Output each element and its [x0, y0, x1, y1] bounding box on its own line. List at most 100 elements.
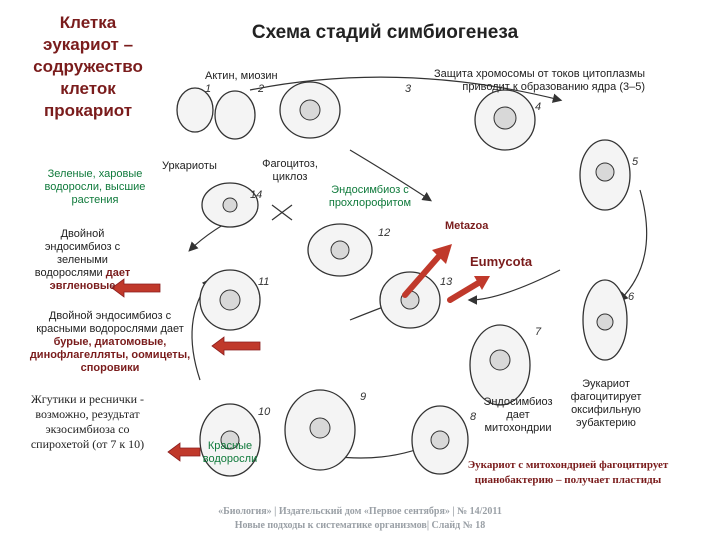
nucleus-icon	[489, 349, 511, 371]
nucleus-icon	[330, 240, 350, 260]
highlight-arrow-left	[167, 442, 201, 462]
label-line: красными водорослями дает	[36, 323, 184, 335]
label-line: эвгленовые	[49, 280, 116, 292]
footer: «Биология» | Издательский дом «Первое се…	[150, 505, 570, 533]
label-line: цианобактерию – получает пластиды	[474, 474, 662, 486]
footer-line: Новые подходы к систематике организмов| …	[234, 520, 486, 531]
nucleus-icon	[299, 99, 321, 121]
label-line: дает	[506, 409, 530, 421]
label-line: митохондрии	[484, 422, 552, 434]
nucleus-icon	[220, 430, 240, 450]
label-metazoa: Metazoa	[445, 220, 489, 232]
cycle-arrow	[618, 189, 648, 302]
cross-icon	[271, 204, 293, 221]
label-line: эубактерию	[576, 417, 636, 429]
nucleus-icon	[430, 430, 450, 450]
label-line: Защита хромосомы от токов цитоплазмы	[433, 68, 645, 80]
label-line: Эукариот с митохондрией фагоцитирует	[467, 459, 669, 471]
label-line: Двойной эндосимбиоз с	[48, 310, 172, 322]
left-title-line: клеток	[60, 79, 116, 98]
label-part: водорослями	[34, 267, 103, 279]
label-line: Зеленые, харовые	[47, 168, 143, 180]
label-line: оксифильную	[571, 404, 641, 416]
left-title-line: содружество	[33, 57, 143, 76]
label-line: возможно, резудьтат	[35, 407, 140, 421]
label-green-algae: Зеленые, харовые водоросли, высшие расте…	[30, 168, 160, 207]
nucleus-icon	[493, 106, 517, 130]
label-line: Эндосимбиоз	[483, 396, 553, 408]
stage-number: 4	[535, 101, 541, 113]
label-line: фагоцитирует	[570, 391, 642, 403]
stage-number: 12	[378, 227, 390, 239]
label-line: растения	[71, 194, 119, 206]
stage-number: 3	[405, 83, 412, 95]
label-line: водоросли, высшие	[44, 181, 146, 193]
highlight-arrow-eumycota-head	[474, 276, 490, 290]
stage-number: 14	[250, 189, 262, 201]
label-protect: Защита хромосомы от токов цитоплазмы при…	[405, 68, 645, 94]
stage-number: 5	[632, 156, 639, 168]
label-line: Двойной	[60, 228, 105, 240]
cell-2	[214, 90, 256, 140]
left-title: Клетка эукариот – содружество клеток про…	[8, 12, 168, 122]
label-line: зелеными	[57, 254, 108, 266]
label-line: бурые, диатомовые,	[53, 336, 167, 348]
footer-line: «Биология» | Издательский дом «Первое се…	[218, 506, 502, 517]
nucleus-icon	[309, 417, 331, 439]
nucleus-icon	[596, 313, 614, 331]
nucleus-icon	[222, 197, 238, 213]
label-line: эндосимбиоз с	[44, 241, 121, 253]
stage-number: 9	[360, 391, 366, 403]
left-title-line: эукариот –	[42, 35, 134, 54]
label-eumycota: Eumycota	[470, 254, 533, 269]
stage-number: 8	[470, 411, 477, 423]
label-line: водорослями дает	[30, 267, 135, 280]
highlight-arrow-left	[211, 336, 261, 356]
label-line: Фагоцитоз,	[262, 158, 318, 170]
label-eukaryote-oxy: Эукариот фагоцитирует оксифильную эубакт…	[566, 378, 646, 430]
label-line: водоросли	[202, 453, 258, 465]
left-title-line: прокариот	[43, 101, 133, 120]
label-line: прохлорофитом	[328, 197, 412, 209]
label-line: Жгутики и реснички -	[30, 392, 145, 406]
nucleus-icon	[219, 289, 241, 311]
left-title-line: Клетка	[59, 13, 117, 32]
label-line: циклоз	[272, 171, 308, 183]
label-endo-mito: Эндосимбиоз дает митохондрии	[478, 396, 558, 435]
label-line: Красные	[207, 440, 253, 452]
cycle-arrow	[249, 76, 563, 103]
label-actin: Актин, миозин	[205, 70, 278, 82]
highlight-arrow-metazoa-head	[432, 244, 452, 264]
label-line: динофлагелляты, оомицеты,	[29, 349, 191, 361]
label-line: Эукариот	[582, 378, 630, 390]
stage-number: 2	[257, 83, 264, 95]
stage-number: 10	[258, 406, 271, 418]
label-eukaryote-mito: Эукариот с митохондрией фагоцитирует циа…	[438, 458, 698, 488]
main-title: Схема стадий симбиогенеза	[251, 22, 519, 43]
label-phago: Фагоцитоз, циклоз	[255, 158, 325, 184]
label-line: экзосимбиоза со	[45, 422, 130, 436]
cycle-arrow	[349, 149, 432, 202]
highlight-arrow-left	[111, 278, 161, 298]
nucleus-icon	[595, 162, 615, 182]
label-line: Эндосимбиоз с	[331, 184, 409, 196]
label-red-algae: Красные водоросли	[195, 440, 265, 466]
stage-number: 6	[628, 291, 635, 303]
stage-number: 11	[258, 276, 269, 288]
label-endo-prochl: Эндосимбиоз с прохлорофитом	[320, 184, 420, 210]
label-flagella: Жгутики и реснички - возможно, резудьтат…	[10, 392, 165, 452]
label-part: дает	[105, 267, 131, 279]
highlight-arrow-eumycota	[447, 279, 483, 303]
stage-number: 1	[205, 83, 211, 95]
stage-number: 13	[440, 276, 453, 288]
label-line: спирохетой (от 7 к 10)	[30, 437, 145, 451]
cycle-arrow	[467, 269, 561, 305]
label-double-green: Двойной эндосимбиоз с зелеными водоросля…	[30, 228, 135, 293]
label-line: приводит к образованию ядра (3–5)	[462, 81, 645, 93]
highlight-arrow-metazoa	[402, 252, 443, 298]
label-line: споровики	[80, 362, 140, 374]
label-double-red: Двойной эндосимбиоз с красными водоросля…	[10, 310, 210, 375]
label-urkaryotes: Уркариоты	[162, 160, 217, 172]
cell-1	[176, 87, 214, 133]
